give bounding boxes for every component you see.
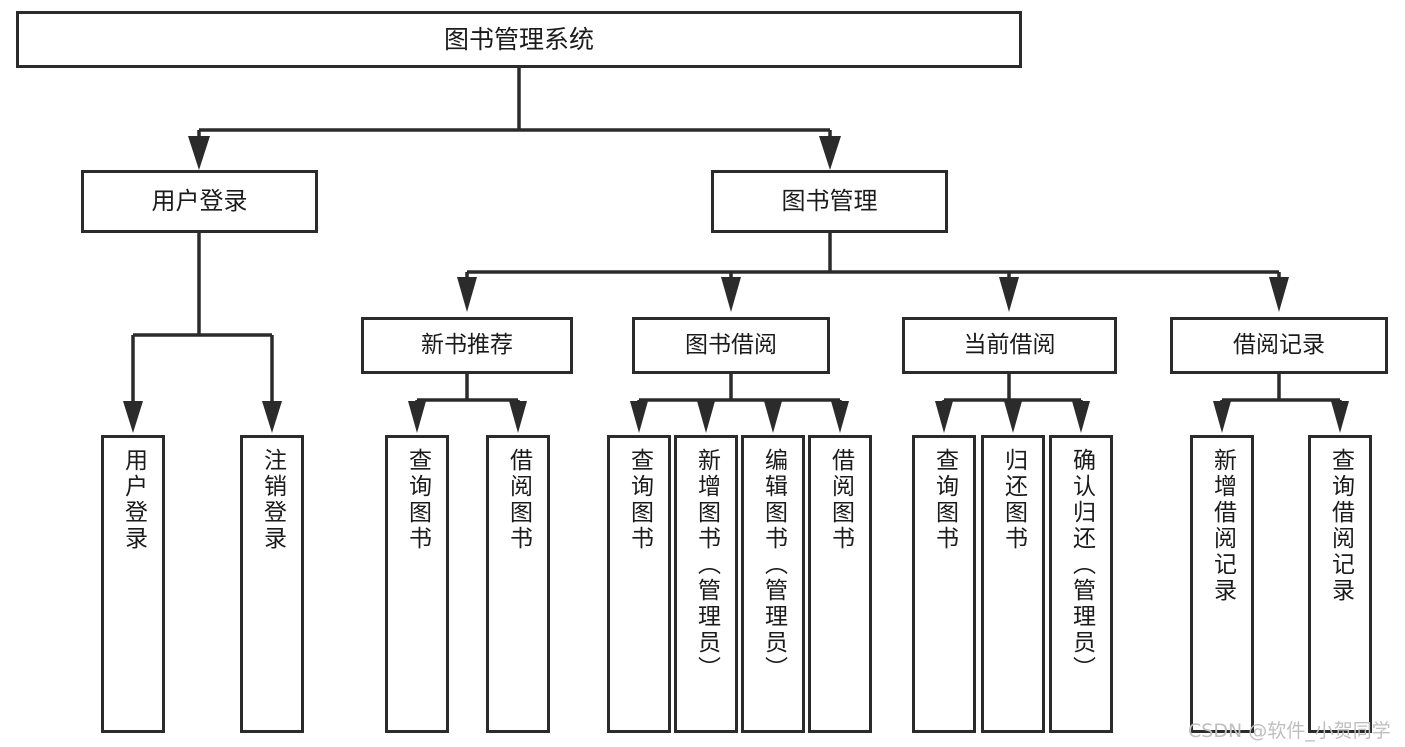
node-label: 图书管理 xyxy=(781,187,878,216)
node-label: 图书借阅 xyxy=(685,331,777,358)
node-label: 编辑图书（管理员） xyxy=(760,448,787,682)
node-current-borrow[interactable]: 当前借阅 xyxy=(902,317,1117,374)
node-label: 图书管理系统 xyxy=(443,24,594,54)
arrowhead-bb-leaf3 xyxy=(764,401,782,433)
node-book-management-system[interactable]: 图书管理系统 xyxy=(16,11,1022,68)
arrowheads xyxy=(123,136,1349,433)
leaf-borrow-book-recommend[interactable]: 借阅图书 xyxy=(486,435,550,733)
arrowhead-br-leaf2 xyxy=(1331,401,1349,433)
node-label: 查询图书 xyxy=(626,448,653,552)
leaf-query-book-current[interactable]: 查询图书 xyxy=(912,435,976,733)
arrowhead-bb-leaf1 xyxy=(630,401,648,433)
node-label: 注销登录 xyxy=(259,448,286,552)
node-new-book-recommend[interactable]: 新书推荐 xyxy=(361,317,573,374)
node-user-login[interactable]: 用户登录 xyxy=(81,170,318,233)
node-label: 借阅记录 xyxy=(1233,331,1325,358)
node-label: 当前借阅 xyxy=(963,331,1056,358)
arrowhead-borrow-record xyxy=(1269,277,1289,312)
leaf-user-login[interactable]: 用户登录 xyxy=(101,435,165,733)
arrowhead-book-manage xyxy=(819,136,841,170)
arrowhead-cb-leaf1 xyxy=(935,401,953,433)
leaf-query-book-borrow[interactable]: 查询图书 xyxy=(607,435,671,733)
leaf-query-borrow-record[interactable]: 查询借阅记录 xyxy=(1308,435,1372,733)
leaf-logout[interactable]: 注销登录 xyxy=(240,435,304,733)
node-label: 查询借阅记录 xyxy=(1327,448,1354,604)
node-borrow-record[interactable]: 借阅记录 xyxy=(1170,317,1388,374)
arrowhead-bb-leaf4 xyxy=(831,401,849,433)
arrowhead-cb-leaf3 xyxy=(1072,401,1090,433)
node-label: 借阅图书 xyxy=(505,448,532,552)
leaf-query-book-recommend[interactable]: 查询图书 xyxy=(385,435,449,733)
leaf-borrow-book[interactable]: 借阅图书 xyxy=(808,435,872,733)
arrowhead-leaf-logout xyxy=(262,401,282,433)
node-label: 查询图书 xyxy=(404,448,431,552)
leaf-return-book[interactable]: 归还图书 xyxy=(981,435,1045,733)
leaf-edit-book-admin[interactable]: 编辑图书（管理员） xyxy=(741,435,805,733)
node-label: 归还图书 xyxy=(1000,448,1027,552)
node-label: 新书推荐 xyxy=(421,331,513,358)
node-label: 新增图书（管理员） xyxy=(693,448,720,682)
arrowhead-nb-leaf1 xyxy=(408,401,426,433)
arrowhead-user-login xyxy=(188,136,210,170)
node-label: 用户登录 xyxy=(120,448,147,552)
arrowhead-bb-leaf2 xyxy=(697,401,715,433)
arrowhead-book-borrow xyxy=(721,277,741,312)
node-label: 借阅图书 xyxy=(827,448,854,552)
node-label: 用户登录 xyxy=(151,187,248,216)
node-label: 新增借阅记录 xyxy=(1209,448,1236,604)
arrowhead-current-borrow xyxy=(999,277,1019,312)
arrowhead-leaf-user-login xyxy=(123,401,143,433)
node-book-borrow[interactable]: 图书借阅 xyxy=(632,317,830,374)
leaf-add-book-admin[interactable]: 新增图书（管理员） xyxy=(674,435,738,733)
leaf-confirm-return-admin[interactable]: 确认归还（管理员） xyxy=(1049,435,1113,733)
arrowhead-nb-leaf2 xyxy=(509,401,527,433)
node-label: 确认归还（管理员） xyxy=(1068,448,1095,682)
node-label: 查询图书 xyxy=(931,448,958,552)
node-book-management[interactable]: 图书管理 xyxy=(711,170,948,233)
arrowhead-cb-leaf2 xyxy=(1004,401,1022,433)
leaf-add-borrow-record[interactable]: 新增借阅记录 xyxy=(1190,435,1254,733)
arrowhead-new-book xyxy=(457,277,477,312)
arrowhead-br-leaf1 xyxy=(1213,401,1231,433)
